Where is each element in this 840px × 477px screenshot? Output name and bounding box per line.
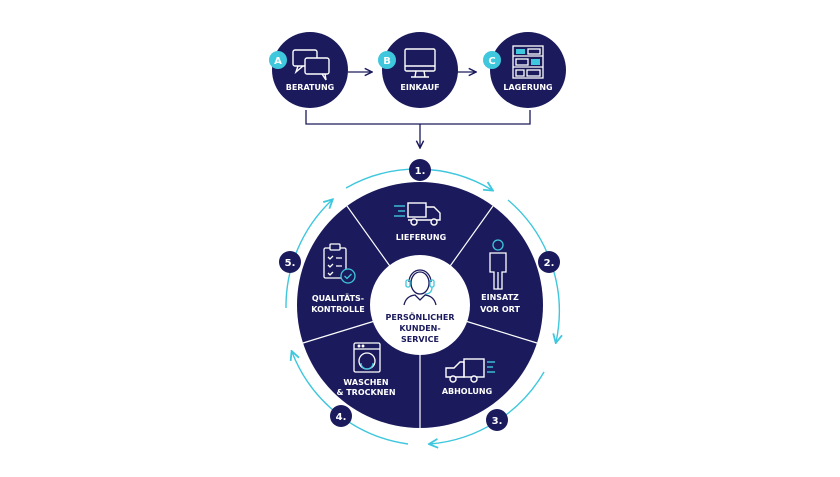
headset-agent-icon — [403, 269, 437, 306]
segment-label-line1: QUALITÄTS- — [312, 293, 364, 303]
center-label-line1: PERSÖNLICHER — [385, 312, 454, 322]
delivery-truck-icon — [394, 202, 441, 226]
segment-label: LIEFERUNG — [396, 233, 446, 242]
center-label-line3: SERVICE — [401, 335, 439, 344]
center-label-line2: KUNDEN- — [399, 324, 440, 333]
step-label: LAGERUNG — [503, 83, 552, 92]
segment-einsatz-vor-ort: EINSATZ VOR ORT — [480, 239, 520, 314]
segment-label-line2: KONTROLLE — [311, 305, 364, 314]
badge-1: 1. — [409, 159, 431, 181]
segment-lieferung: LIEFERUNG — [394, 202, 446, 242]
segment-label: ABHOLUNG — [442, 387, 492, 396]
badge-number: 2. — [544, 258, 555, 269]
checklist-clipboard-icon — [323, 243, 356, 284]
center-customer-service: PERSÖNLICHER KUNDEN- SERVICE — [370, 255, 470, 355]
segment-waschen-trocknen: WASCHEN & TROCKNEN — [336, 342, 396, 397]
badge-number: 5. — [285, 258, 296, 269]
person-icon — [489, 239, 507, 290]
badge-number: 3. — [492, 416, 503, 427]
step-letter: B — [383, 56, 391, 67]
step-einkauf: EINKAUF B — [378, 32, 458, 108]
step-lagerung: LAGERUNG C — [483, 32, 566, 108]
badge-4: 4. — [330, 405, 352, 427]
segment-label-line1: EINSATZ — [481, 293, 519, 302]
step-beratung: BERATUNG A — [269, 32, 348, 108]
step-number-badges: 1. 2. 3. 4. 5. — [279, 159, 560, 431]
segment-label-line1: WASCHEN — [343, 378, 388, 387]
step-label: EINKAUF — [400, 83, 439, 92]
segment-qualitaetskontrolle: QUALITÄTS- KONTROLLE — [311, 243, 365, 314]
washing-machine-icon — [353, 342, 381, 373]
step-label: BERATUNG — [286, 83, 335, 92]
badge-5: 5. — [279, 251, 301, 273]
segment-abholung: ABHOLUNG — [442, 358, 495, 396]
shelving-icon — [512, 45, 544, 79]
speech-bubbles-icon — [292, 49, 330, 81]
step-letter: C — [488, 56, 495, 67]
segment-label-line2: VOR ORT — [480, 305, 520, 314]
badge-number: 4. — [336, 412, 347, 423]
badge-3: 3. — [486, 409, 508, 431]
badge-number: 1. — [415, 166, 426, 177]
monitor-icon — [404, 48, 436, 78]
step-letter: A — [274, 56, 282, 67]
segment-label-line2: & TROCKNEN — [336, 388, 395, 397]
pickup-truck-icon — [445, 358, 495, 383]
badge-2: 2. — [538, 251, 560, 273]
